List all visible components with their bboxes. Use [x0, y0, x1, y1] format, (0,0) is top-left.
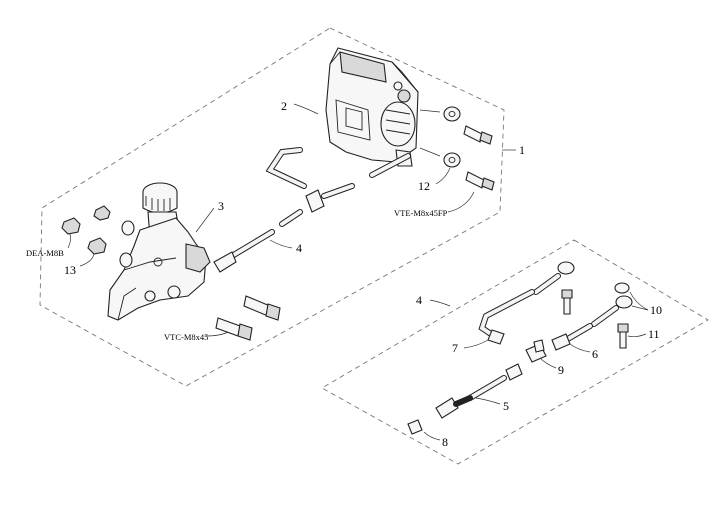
label-11: 11	[648, 327, 660, 341]
leader-9	[539, 357, 557, 369]
label-12: 12	[418, 179, 430, 193]
label-13: 13	[64, 263, 76, 277]
leader-vte	[447, 191, 475, 213]
label-9: 9	[558, 363, 564, 377]
label-1: 1	[519, 143, 525, 157]
banjo-fitting-10-upper	[533, 261, 575, 295]
banjo-bolt-11	[617, 323, 629, 349]
hose-6	[551, 323, 593, 351]
label-10: 10	[650, 303, 662, 317]
assembly-outline-hose-kit	[321, 239, 709, 465]
label-7: 7	[452, 341, 458, 355]
label-4-main: 4	[296, 241, 302, 255]
assembly-outline-main	[39, 27, 505, 387]
leader-4b	[429, 299, 451, 307]
leader-8	[423, 431, 441, 441]
master-cylinder	[107, 182, 211, 321]
leader-2	[293, 103, 319, 115]
leader-11	[627, 333, 647, 338]
caliper-washer-top	[443, 106, 461, 122]
leader-4a	[269, 239, 293, 249]
leader-vtc	[205, 331, 229, 337]
caliper-bolt-lower	[465, 171, 495, 191]
caliper-bolt-top	[463, 125, 493, 145]
code-vte: VTE-M8x45FP	[394, 208, 448, 218]
leader-13	[79, 253, 95, 267]
leader-5	[475, 397, 501, 405]
mounting-bolt-upper	[243, 295, 281, 321]
brake-line-assembled	[213, 147, 411, 273]
brake-caliper	[325, 47, 419, 167]
label-6: 6	[592, 347, 598, 361]
nut-upper	[93, 205, 111, 221]
label-8: 8	[442, 435, 448, 449]
caliper-axis-lines	[419, 109, 441, 157]
washer-lower	[119, 252, 133, 268]
caliper-washer-12	[443, 152, 461, 168]
tee-fitting-9	[525, 339, 547, 363]
leader-3	[195, 207, 215, 233]
label-3: 3	[218, 199, 224, 213]
washer-upper	[121, 220, 135, 236]
label-2: 2	[281, 99, 287, 113]
banjo-bolt-upper	[561, 289, 573, 315]
label-4-kit: 4	[416, 293, 422, 307]
leader-10b	[631, 305, 649, 311]
nut-lower	[87, 237, 107, 255]
hose-5	[435, 363, 523, 419]
fitting-8	[407, 419, 423, 435]
mounting-bolt-lower	[215, 317, 253, 341]
leader-12	[435, 167, 451, 185]
banjo-fitting-10-lower	[591, 282, 633, 327]
code-dea: DEA-M8B	[26, 248, 64, 258]
code-vtc: VTC-M8x45	[164, 332, 208, 342]
leader-7	[463, 339, 489, 349]
label-5: 5	[503, 399, 509, 413]
leader-6	[569, 343, 591, 353]
leader-10a	[629, 291, 649, 311]
leader-dea	[67, 233, 72, 249]
nut-dea-upper	[61, 217, 81, 235]
rigid-line-7	[478, 289, 535, 345]
